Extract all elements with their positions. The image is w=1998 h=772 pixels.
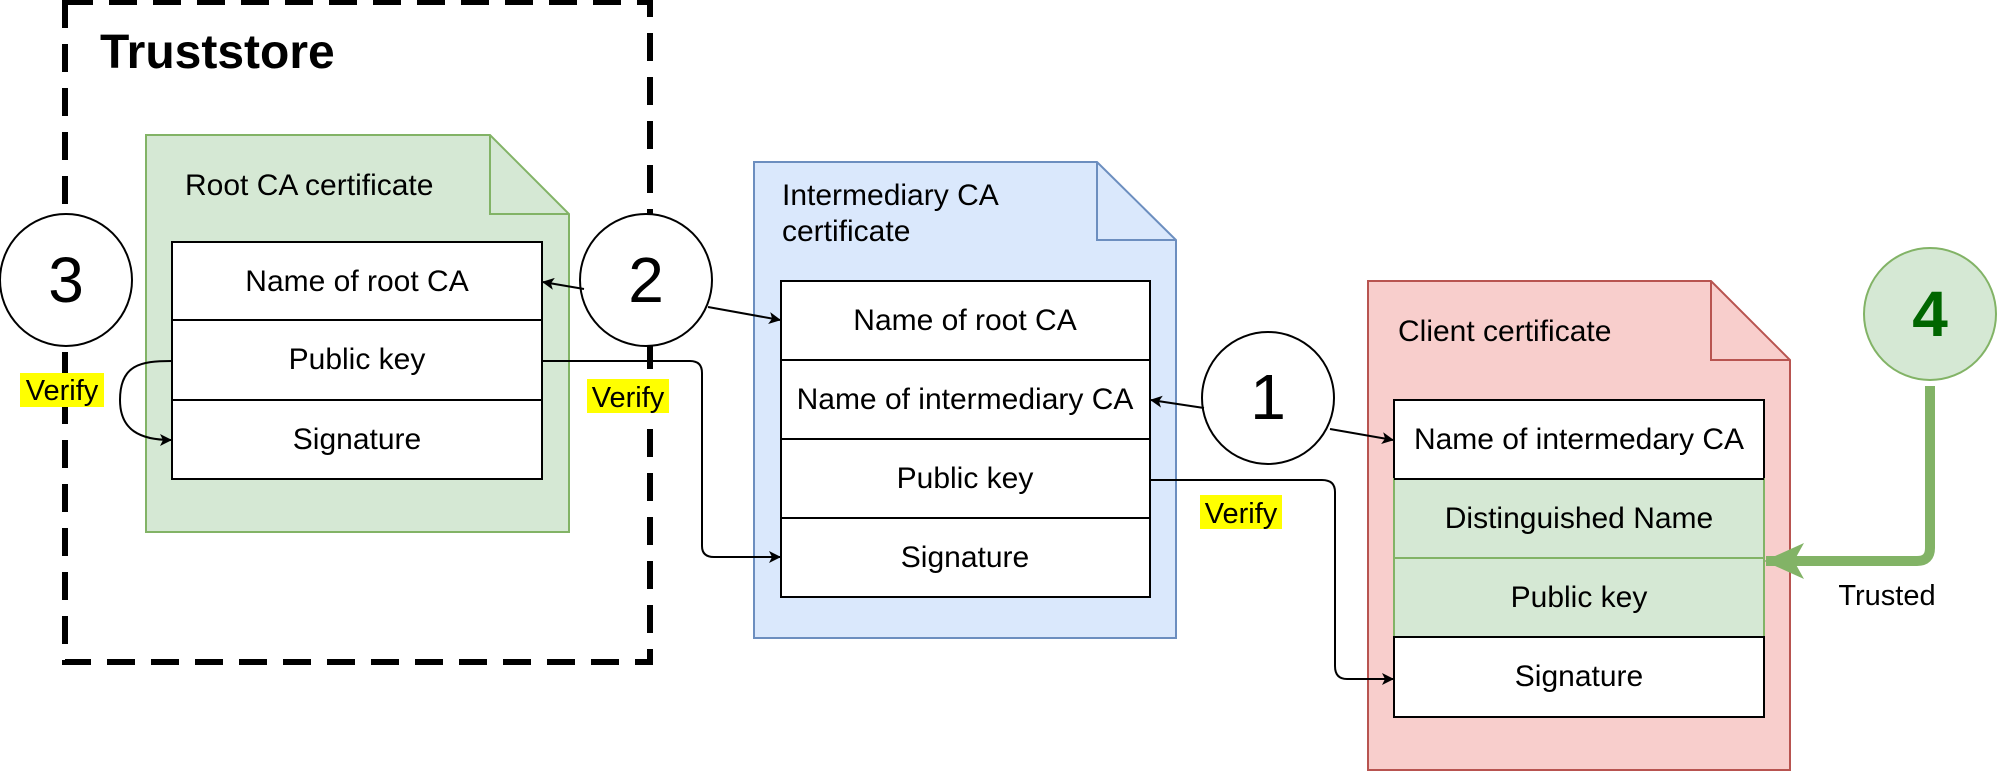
root-ca-name-label: Name of root CA — [245, 265, 468, 298]
intermediary-ca-certificate-title-line1: Intermediary CA — [782, 179, 999, 212]
intermediary-root-name-label: Name of root CA — [853, 304, 1076, 337]
client-certificate: Client certificate Name of intermedary C… — [1367, 280, 1791, 771]
verify-intermediary-label: Verify — [592, 382, 665, 414]
root-ca-public-key-label: Public key — [289, 343, 426, 376]
intermediary-signature-field — [780, 517, 1151, 598]
client-signature-field — [1393, 636, 1765, 718]
step-4-marker: 4 — [1863, 247, 1997, 381]
arrow-step1-to-client-name — [1329, 428, 1394, 445]
verify-intermediary-badge: Verify — [587, 379, 669, 414]
step-3-label: 3 — [48, 244, 84, 316]
client-public-key-field — [1393, 557, 1765, 638]
intermediary-ca-certificate-title-line2: certificate — [782, 215, 910, 248]
verify-root-label: Verify — [26, 375, 99, 407]
intermediary-signature-label: Signature — [901, 541, 1029, 574]
verify-client-badge: Verify — [1200, 495, 1282, 530]
client-distinguished-name-label: Distinguished Name — [1445, 502, 1713, 535]
arrow-intermediary-key-to-client-signature — [1150, 479, 1394, 685]
client-certificate-title: Client certificate — [1398, 315, 1611, 348]
step-3-marker: 3 — [0, 213, 133, 347]
arrow-step2-to-root-name — [542, 277, 585, 290]
arrow-step4-trusted — [1764, 386, 1935, 579]
step-2-label: 2 — [628, 244, 664, 316]
trusted-label: Trusted — [1838, 580, 1935, 612]
truststore-label: Truststore — [100, 26, 335, 79]
step-4-label: 4 — [1912, 278, 1948, 350]
root-ca-certificate: Root CA certificate Name of root CA Publ… — [145, 134, 570, 533]
step-1-label: 1 — [1250, 361, 1286, 433]
root-ca-signature-label: Signature — [293, 423, 421, 456]
arrow-step1-to-intermediary-name — [1150, 395, 1205, 409]
intermediary-root-name-field — [780, 280, 1151, 361]
intermediary-ca-certificate: Intermediary CA certificate Name of root… — [753, 161, 1177, 639]
arrow-root-key-self-verify — [118, 360, 173, 446]
root-ca-signature-field — [171, 399, 543, 480]
step-2-marker: 2 — [579, 213, 713, 347]
client-public-key-label: Public key — [1511, 581, 1648, 614]
arrow-root-key-to-intermediary-signature — [542, 360, 781, 563]
root-ca-certificate-title: Root CA certificate — [185, 169, 433, 202]
verify-client-label: Verify — [1205, 498, 1278, 530]
intermediary-public-key-field — [780, 438, 1151, 519]
client-intermediary-name-label: Name of intermedary CA — [1414, 423, 1744, 456]
client-signature-label: Signature — [1515, 660, 1643, 693]
intermediary-name-label: Name of intermediary CA — [797, 383, 1134, 416]
intermediary-public-key-label: Public key — [897, 462, 1034, 495]
client-distinguished-name-field — [1393, 478, 1765, 559]
step-1-marker: 1 — [1201, 331, 1335, 465]
verify-root-badge: Verify — [20, 373, 104, 407]
arrow-step2-to-intermediary-root-name — [707, 306, 781, 324]
